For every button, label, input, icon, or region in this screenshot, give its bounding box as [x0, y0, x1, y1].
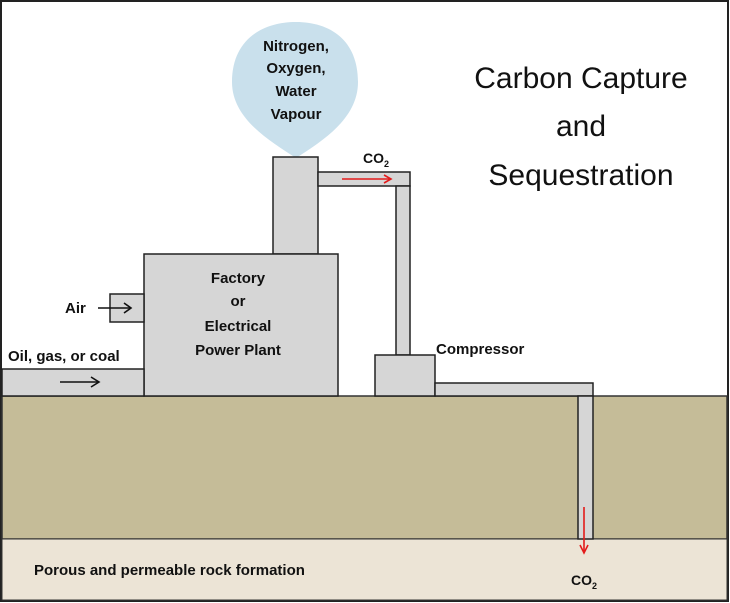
co2-flow-arrow-bottom-head	[579, 544, 589, 555]
co2-label-top: CO2	[363, 150, 389, 169]
plant-label-3: Electrical	[205, 318, 272, 335]
plant-label-1: Factory	[211, 270, 266, 287]
compressor-unit	[374, 354, 436, 397]
air-label: Air	[65, 300, 86, 317]
title-line-1: Carbon Capture	[474, 62, 687, 95]
emissions-plume	[232, 22, 358, 158]
rock-formation-layer	[1, 538, 728, 601]
fuel-pipe	[1, 368, 145, 397]
air-arrow-head	[123, 302, 133, 314]
title-line-3: Sequestration	[488, 159, 673, 192]
emissions-label-1: Nitrogen,	[263, 38, 329, 55]
co2-label-bottom: CO2	[571, 572, 597, 591]
co2-capture-pipe-vertical	[395, 185, 411, 356]
compressor-label: Compressor	[436, 341, 525, 358]
emissions-label-3: Water	[275, 83, 316, 100]
rock-formation-label: Porous and permeable rock formation	[34, 562, 305, 579]
ground-layer	[1, 395, 728, 540]
injection-pipe-horizontal	[434, 382, 594, 397]
co2-flow-arrow-top-head	[383, 174, 393, 184]
emissions-label-2: Oxygen,	[266, 60, 325, 77]
title-line-2: and	[556, 110, 606, 143]
plant-label-2: or	[231, 293, 246, 310]
injection-well	[577, 395, 594, 540]
fuel-label: Oil, gas, or coal	[8, 348, 120, 365]
plant-label-4: Power Plant	[195, 342, 281, 359]
fuel-arrow-head	[90, 376, 101, 388]
emissions-label-4: Vapour	[271, 106, 322, 123]
smokestack	[272, 156, 319, 255]
power-plant-building	[143, 253, 339, 397]
